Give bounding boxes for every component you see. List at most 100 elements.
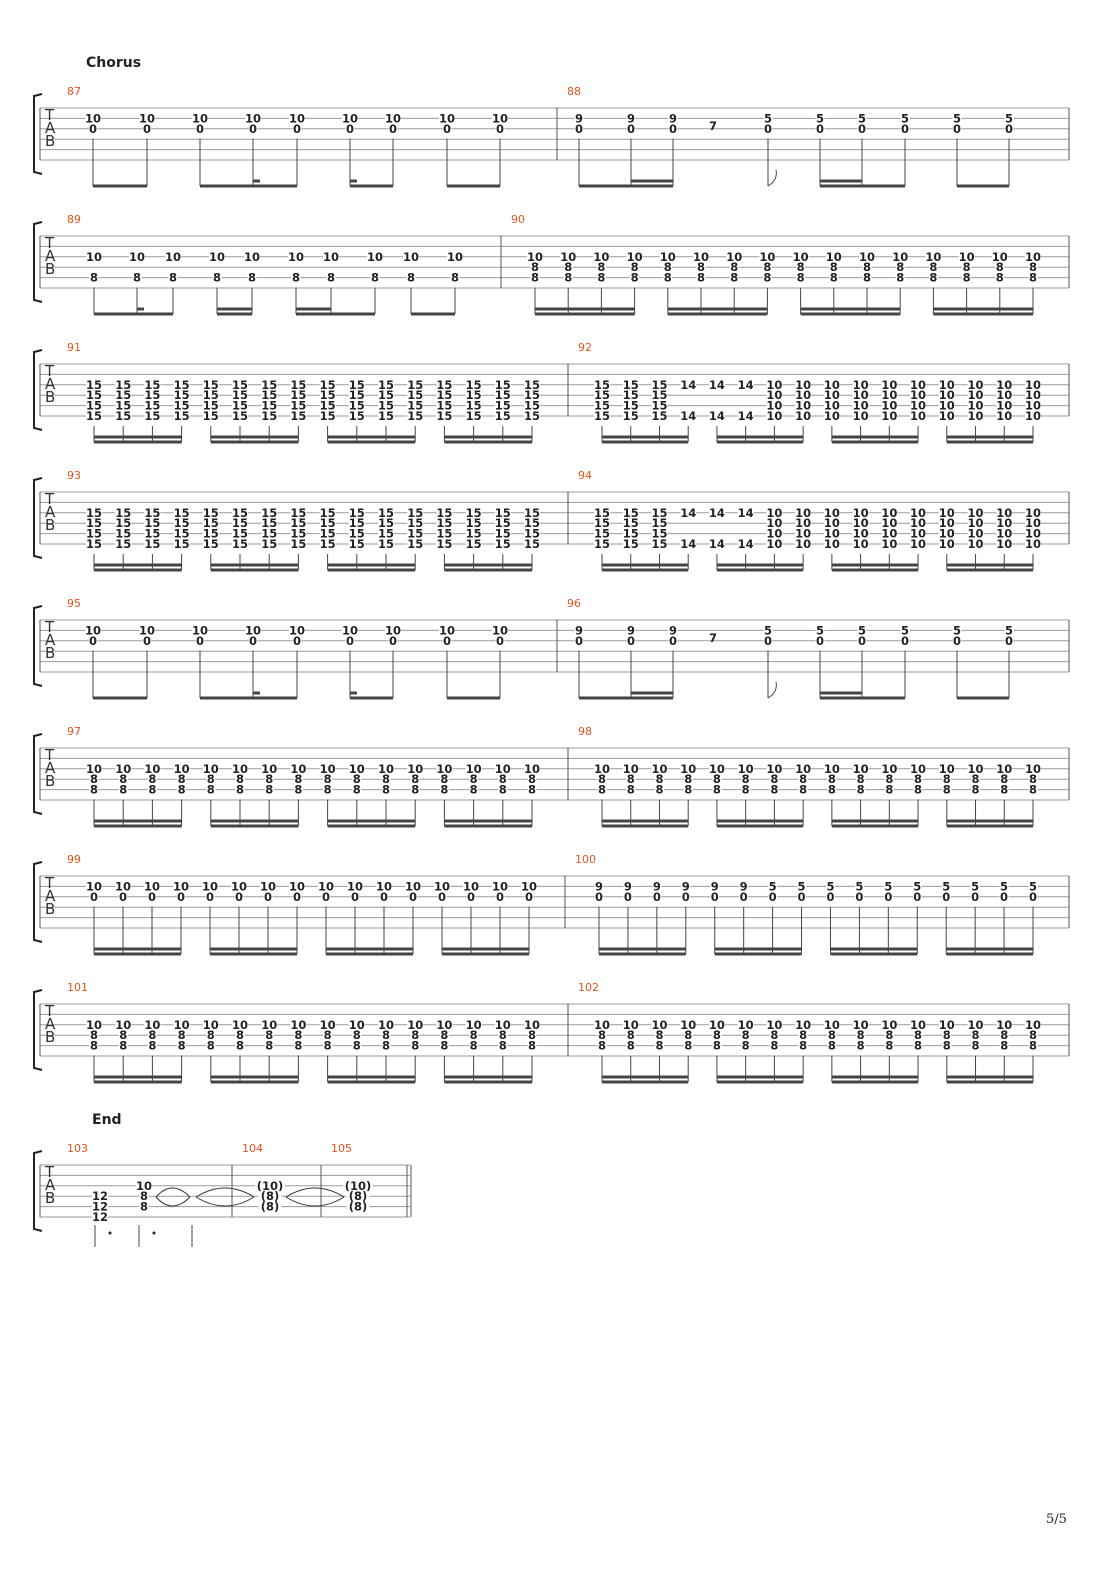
fret-bg [796,272,806,283]
fret-number: 15 [320,506,336,520]
fret-number: 5 [901,623,909,637]
fret-number: 15 [466,537,482,551]
fret-number: 10 [910,762,926,776]
fret-bg [910,379,927,390]
note-flag [767,681,777,699]
fret-bg [319,1019,336,1030]
fret-number: 10 [824,516,840,530]
fret-number: 15 [86,516,102,530]
fret-bg [942,784,952,795]
fret-bg [321,891,331,902]
fret-number: 10 [136,1179,152,1193]
fret-bg [883,891,893,902]
tab-system: TAB8710010010010010010010010010088909090… [33,85,1070,188]
fret-number: 0 [913,890,921,904]
fret-number: 8 [148,1028,156,1042]
fret-bg [651,379,668,390]
fret-number: 15 [651,506,667,520]
fret-bg [173,507,190,518]
fret-number: 15 [378,506,394,520]
fret-bg [92,1201,108,1212]
fret-bg [651,390,668,401]
fret-bg [466,891,476,902]
fret-number: 15 [651,527,667,541]
fret-bg [668,113,678,124]
fret-number: 14 [738,378,754,392]
fret-number: 5 [769,879,777,893]
fret-bg [825,251,842,262]
fret-bg [962,262,972,273]
fret-number: 8 [236,1028,244,1042]
measure-number: 97 [67,725,81,738]
fret-bg [147,784,157,795]
tab-system: TAB9315151515151515151515151515151515151… [33,469,1070,572]
fret-number: 5 [826,879,834,893]
fret-number: 8 [799,783,807,797]
fret-number: 10 [466,1018,482,1032]
fret-number: 5 [764,623,772,637]
fret-number: 10 [260,879,276,893]
fret-number: 8 [697,260,705,274]
measure-number: 91 [67,341,81,354]
fret-bg [652,881,662,892]
fret-number: 10 [85,111,101,125]
fret-number: 10 [447,250,463,264]
fret-number: 8 [382,1039,390,1053]
fret-number: 10 [881,388,897,402]
fret-number: 8 [830,260,838,274]
fret-number: 15 [466,527,482,541]
fret-bg [594,539,610,549]
fret-bg [319,528,336,539]
fret-number: 15 [203,537,219,551]
fret-number: 15 [320,527,336,541]
fret-number: 10 [261,1018,277,1032]
fret-number: 15 [290,399,306,413]
fret-bg [343,1180,373,1191]
fret-bg [118,784,128,795]
fret-number: 10 [385,111,401,125]
fret-bg [626,1040,636,1051]
fret-bg [995,272,1005,283]
fret-number: 0 [764,122,772,136]
fret-bg [763,123,773,134]
fret-number: 10 [660,250,676,264]
fret-number: 9 [575,623,583,637]
fret-number: 8 [178,783,186,797]
fret-bg [862,272,872,283]
fret-number: 15 [407,527,423,541]
fret-bg [795,528,812,539]
fret-bg [348,528,365,539]
fret-bg [597,774,607,785]
fret-number: 9 [669,111,677,125]
fret-number: 12 [92,1200,108,1214]
fret-number: 10 [925,250,941,264]
fret-bg [406,272,416,283]
fret-number: 8 [140,1200,148,1214]
fret-bg [410,1030,420,1041]
fret-bg [115,763,132,774]
fret-number: 10 [766,388,782,402]
fret-number: 10 [881,378,897,392]
fret-number: 0 [884,890,892,904]
fret-bg [1025,411,1041,421]
fret-number: 0 [901,634,909,648]
fret-bg [913,784,923,795]
fret-number: 8 [531,260,539,274]
fret-bg [1025,763,1041,774]
fret-number: 10 [288,250,304,264]
fret-number: 8 [324,1039,332,1053]
fret-bg [651,539,668,549]
fret-bg [900,113,910,124]
fret-bg [202,539,219,549]
fret-bg [651,411,668,421]
fret-bg [465,411,482,421]
fret-bg [235,784,245,795]
fret-bg [881,411,898,421]
fret-number: 15 [86,537,102,551]
fret-number: 0 [1005,634,1013,648]
fret-number: 5 [1005,111,1013,125]
fret-number: 0 [816,634,824,648]
fret-bg [292,635,302,646]
fret-bg [999,1040,1009,1051]
fret-number: 15 [232,378,248,392]
